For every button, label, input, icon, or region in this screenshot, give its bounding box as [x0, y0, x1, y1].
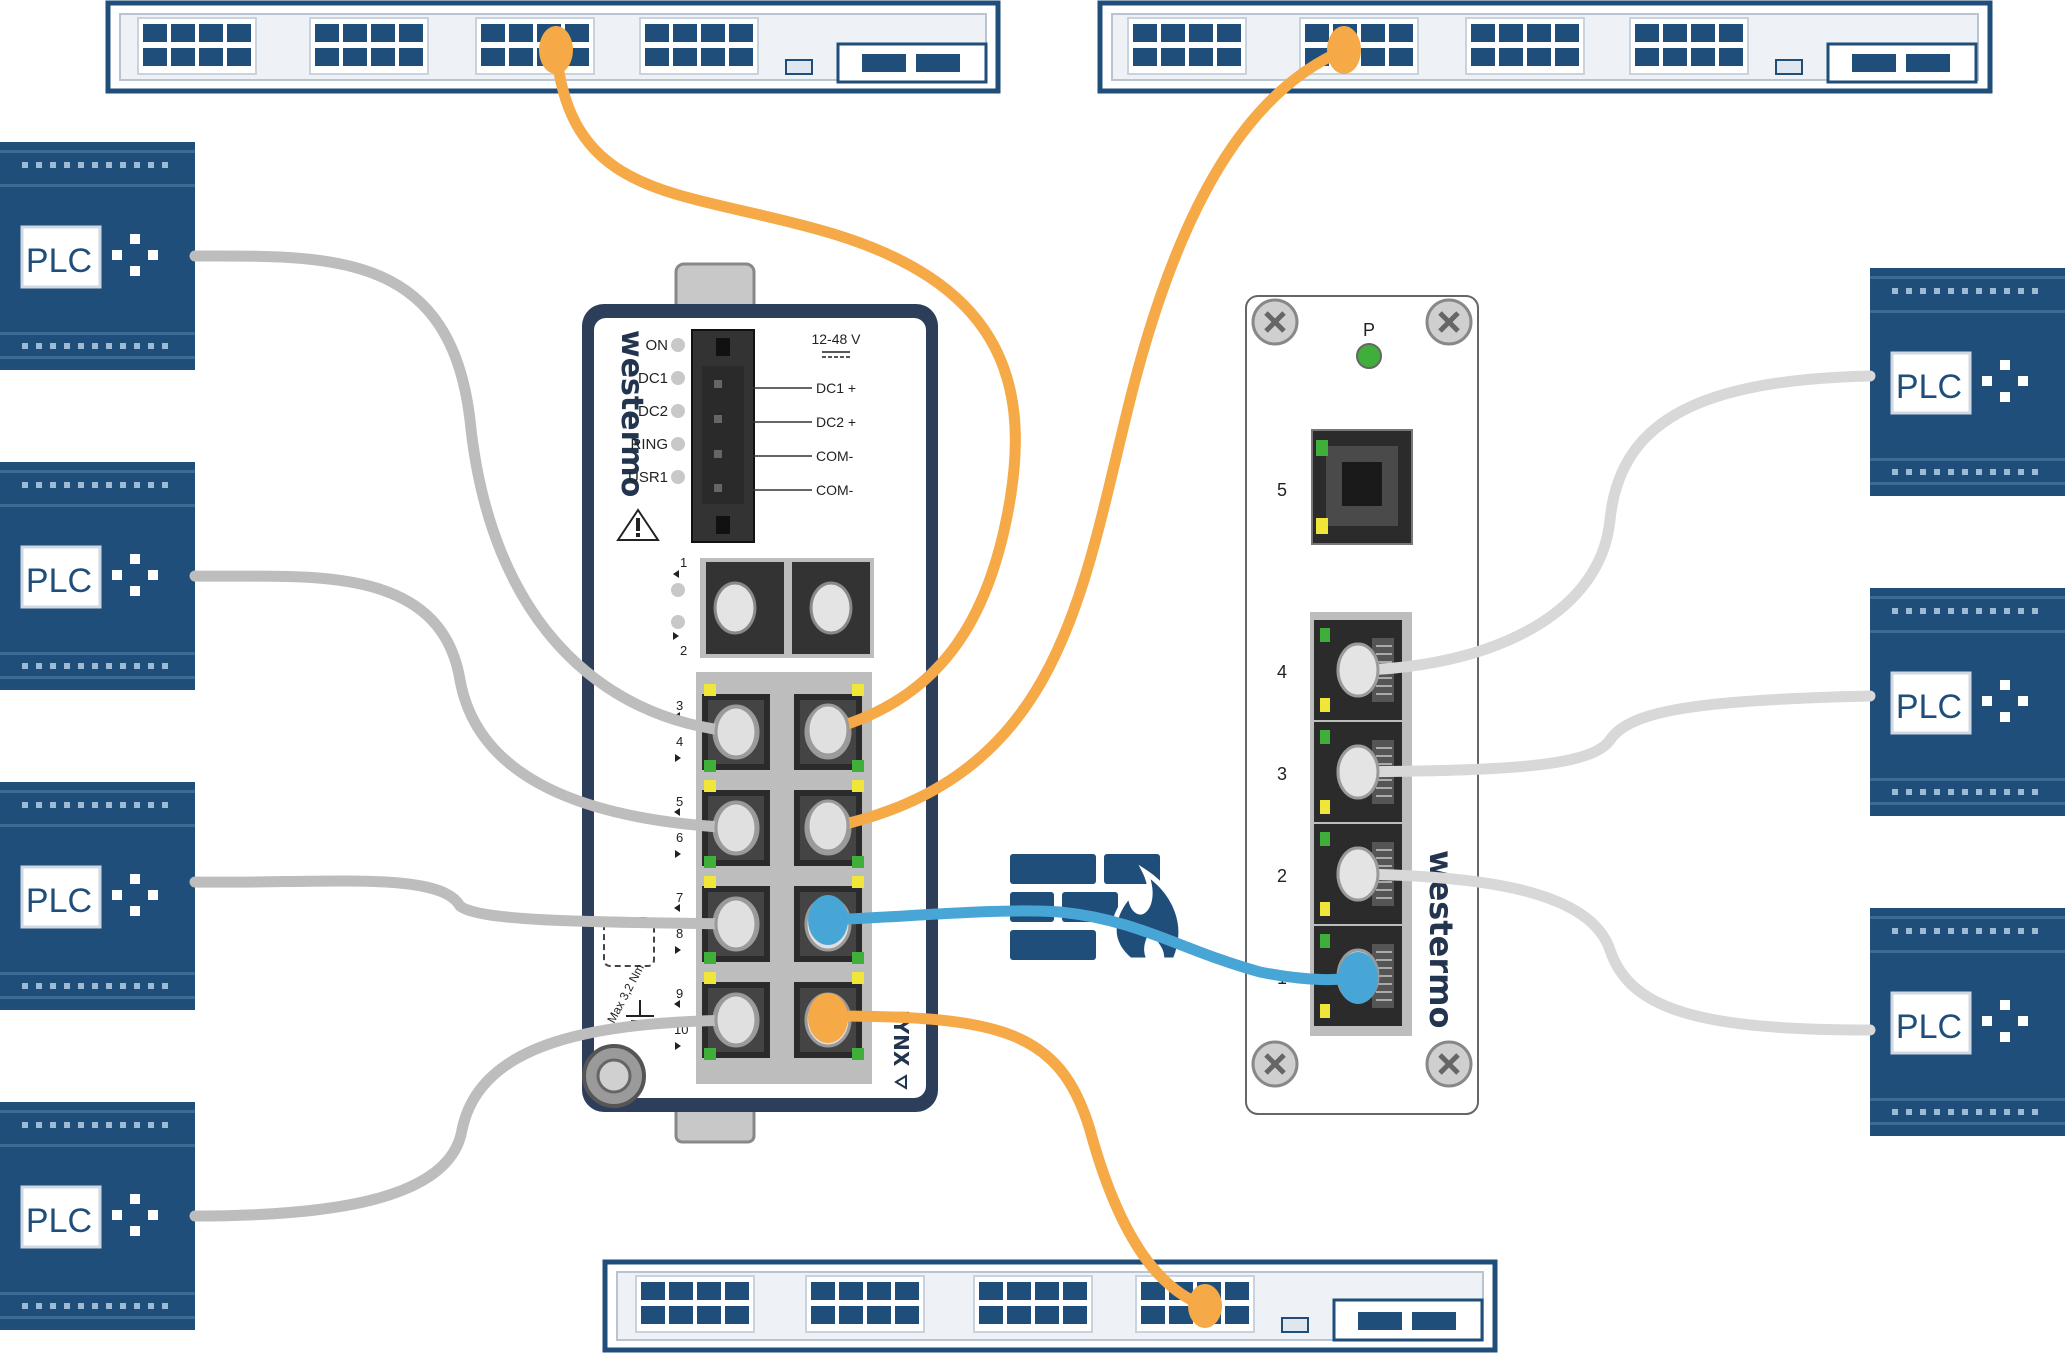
- plc-label: PLC: [26, 1202, 92, 1240]
- power-led: [1356, 343, 1382, 369]
- plc-left-3: PLC: [0, 780, 197, 1012]
- plc-right-2: PLC: [1868, 586, 2065, 818]
- switch-bottom: [602, 1259, 1498, 1353]
- plc-label: PLC: [1896, 368, 1962, 406]
- svg-text:9: 9: [676, 986, 683, 1001]
- plc-label: PLC: [1896, 1008, 1962, 1046]
- plc-label: PLC: [26, 562, 92, 600]
- svg-text:6: 6: [676, 830, 683, 845]
- led-label-on: ON: [646, 337, 669, 354]
- plc-left-1: PLC: [0, 140, 197, 372]
- power-rating: 12-48 V: [811, 331, 861, 347]
- plc-left-4: PLC: [0, 1100, 197, 1332]
- svg-text:7: 7: [676, 890, 683, 905]
- plc-right-1: PLC: [1868, 266, 2065, 498]
- module-port-4: 4: [1277, 662, 1287, 682]
- cables: [189, 44, 1876, 1312]
- cable-plugs: [539, 26, 1380, 1328]
- terminal-com2: COM-: [816, 482, 854, 498]
- status-leds: ON DC1 DC2 RING USR1: [628, 337, 685, 486]
- terminal-dc2: DC2 +: [816, 414, 856, 430]
- plc-label: PLC: [1896, 688, 1962, 726]
- module-port-5: 5: [1277, 480, 1287, 500]
- led-label-usr1: USR1: [628, 469, 668, 486]
- power-terminal: 12-48 V DC1 + DC2 + COM- COM-: [691, 329, 861, 543]
- svg-text:5: 5: [676, 794, 683, 809]
- terminal-com1: COM-: [816, 448, 854, 464]
- module-port-2: 2: [1277, 866, 1287, 886]
- led-label-ring: RING: [631, 436, 669, 453]
- plc-right-3: PLC: [1868, 906, 2065, 1138]
- svg-text:8: 8: [676, 926, 683, 941]
- plc-label: PLC: [26, 882, 92, 920]
- terminal-dc1: DC1 +: [816, 380, 856, 396]
- led-label-dc2: DC2: [638, 403, 668, 420]
- svg-text:4: 4: [676, 734, 683, 749]
- module-port-3: 3: [1277, 764, 1287, 784]
- svg-text:3: 3: [676, 698, 683, 713]
- warning-icon: [616, 508, 660, 541]
- plc-label: PLC: [26, 242, 92, 280]
- led-label-dc1: DC1: [638, 370, 668, 387]
- power-led-label: P: [1363, 320, 1375, 340]
- sfp-ports: 1 2: [671, 555, 874, 658]
- sfp-port-2: 2: [680, 643, 687, 658]
- sfp-port-1: 1: [680, 555, 687, 570]
- brand-logo: westermo: [614, 330, 649, 497]
- plc-left-2: PLC: [0, 460, 197, 692]
- switch-module: P 5 4 3 2 1 westermo: [1245, 295, 1479, 1115]
- switch-top-right: [1097, 0, 1993, 94]
